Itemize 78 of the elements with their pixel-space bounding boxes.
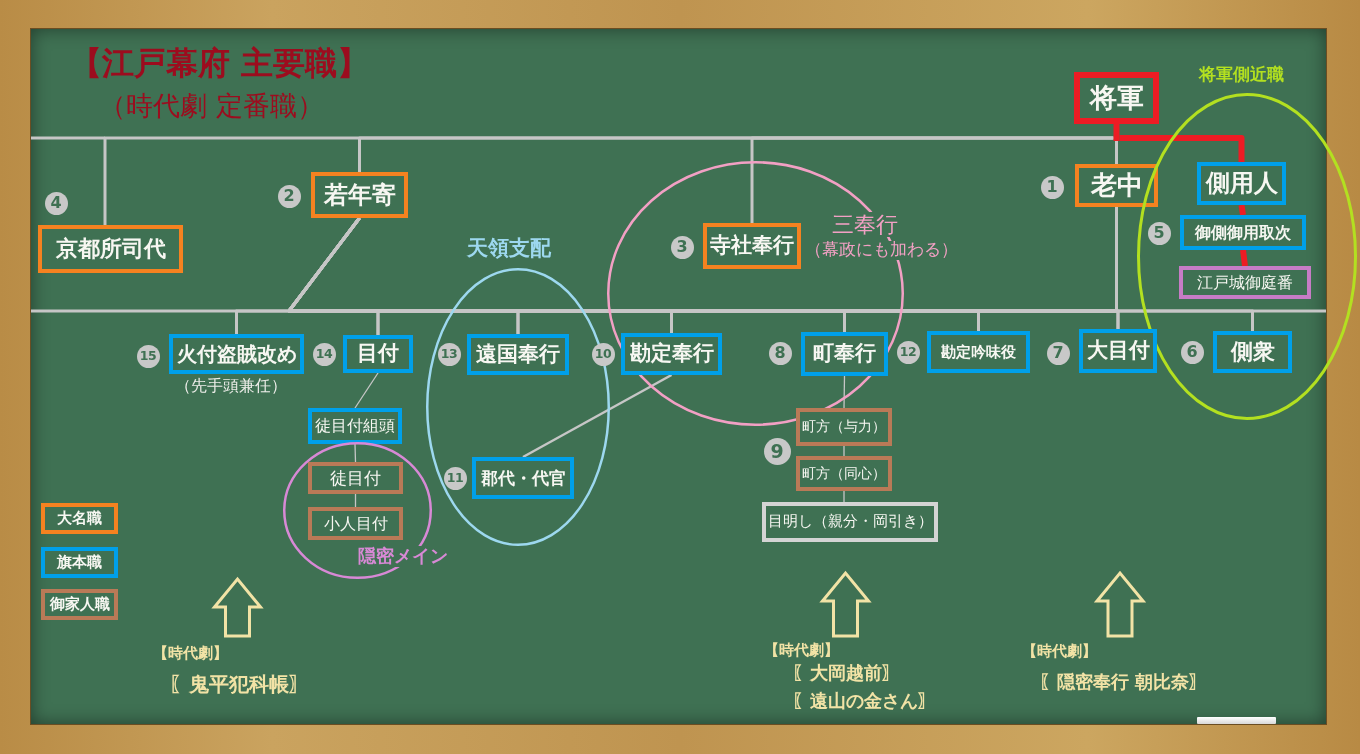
role-name: 将軍 [1089,83,1144,113]
role-box [308,462,403,494]
connector-line [750,136,1114,223]
page-subtitle: （時代劇 定番職） [99,91,324,121]
role-name: 目付 [357,342,399,366]
role-box [762,502,938,542]
legend-label: 旗本職 [57,554,102,571]
role-box [311,172,408,218]
role-name: 江戸城御庭番 [1197,273,1293,292]
page-title: 【江戸幕府 主要職】 [70,46,370,82]
role-box [796,456,892,491]
role-name: 小人目付 [323,514,388,533]
role-name: 徒目付組頭 [315,417,395,435]
genre-tag: 【時代劇】 [1022,643,1097,660]
role-box [1075,164,1158,207]
drama-title: 〖鬼平犯科帳〗 [169,673,309,695]
role-box [796,408,892,446]
drama-title: 〖大岡越前〗 [792,663,900,683]
role-name: 町方（与力） [802,419,886,435]
legend-label: 大名職 [57,510,102,527]
group-heading: 天領支配 [465,236,553,261]
role-name: 勘定奉行 [629,342,714,366]
role-box [308,507,403,540]
role-name: 目明し（親分・岡引き） [767,514,933,530]
genre-tag: 【時代劇】 [153,645,228,662]
role-name: 大目付 [1086,339,1150,363]
role-name: 徒目付 [330,468,381,488]
genre-tag: 【時代劇】 [764,642,839,659]
role-name: 若年寄 [323,181,396,209]
hollow-arrow [211,576,264,638]
role-name: 側衆 [1230,339,1275,365]
role-box [169,334,304,374]
connector-line [1115,141,1118,164]
role-box [343,335,413,373]
role-name: 側用人 [1205,170,1278,197]
role-box [1074,72,1159,124]
role-box [703,223,801,269]
role-box [1180,215,1306,250]
role-name: 町奉行 [813,342,876,366]
note-text: （先手頭兼任） [175,377,287,395]
role-name: 勘定吟味役 [941,343,1016,361]
role-box [1197,162,1286,205]
connector-line [522,373,673,459]
role-box [801,332,888,376]
connector-line [354,372,379,409]
role-name: 町方（同心） [802,465,886,482]
hollow-arrow [819,570,872,638]
role-name: 御側御用取次 [1195,223,1291,242]
role-box [38,225,183,273]
connector-line [354,443,357,463]
role-name: 遠国奉行 [476,342,560,367]
group-heading: 隠密メイン [356,546,450,567]
role-box [1179,266,1311,299]
role-box [467,334,569,375]
role-name: 京都所司代 [55,236,166,262]
drama-title: 〖隠密奉行 朝比奈〗 [1039,672,1208,692]
group-heading: 将軍側近職 [1197,65,1286,85]
connector-line [1238,204,1246,216]
connector-line [1119,135,1245,162]
role-name: 郡代・代官 [480,468,566,488]
connector-line [843,445,845,457]
role-box [1213,331,1292,373]
group-heading: 三奉行 [830,212,900,238]
role-name: 老中 [1090,171,1143,200]
role-box [1079,329,1157,373]
connector-line [843,490,845,503]
hollow-arrow [1093,570,1147,638]
role-box [472,457,574,499]
drama-title: 〖遠山の金さん〗 [792,691,936,711]
connector-line [1240,249,1248,267]
role-name: 火付盗賊改め [176,343,297,365]
role-box [621,333,722,375]
role-box [308,408,402,444]
role-name: 寺社奉行 [710,234,794,258]
role-box [927,331,1030,373]
connector-line [843,375,846,409]
legend-label: 御家人職 [49,596,110,613]
connector-line [1113,124,1120,141]
